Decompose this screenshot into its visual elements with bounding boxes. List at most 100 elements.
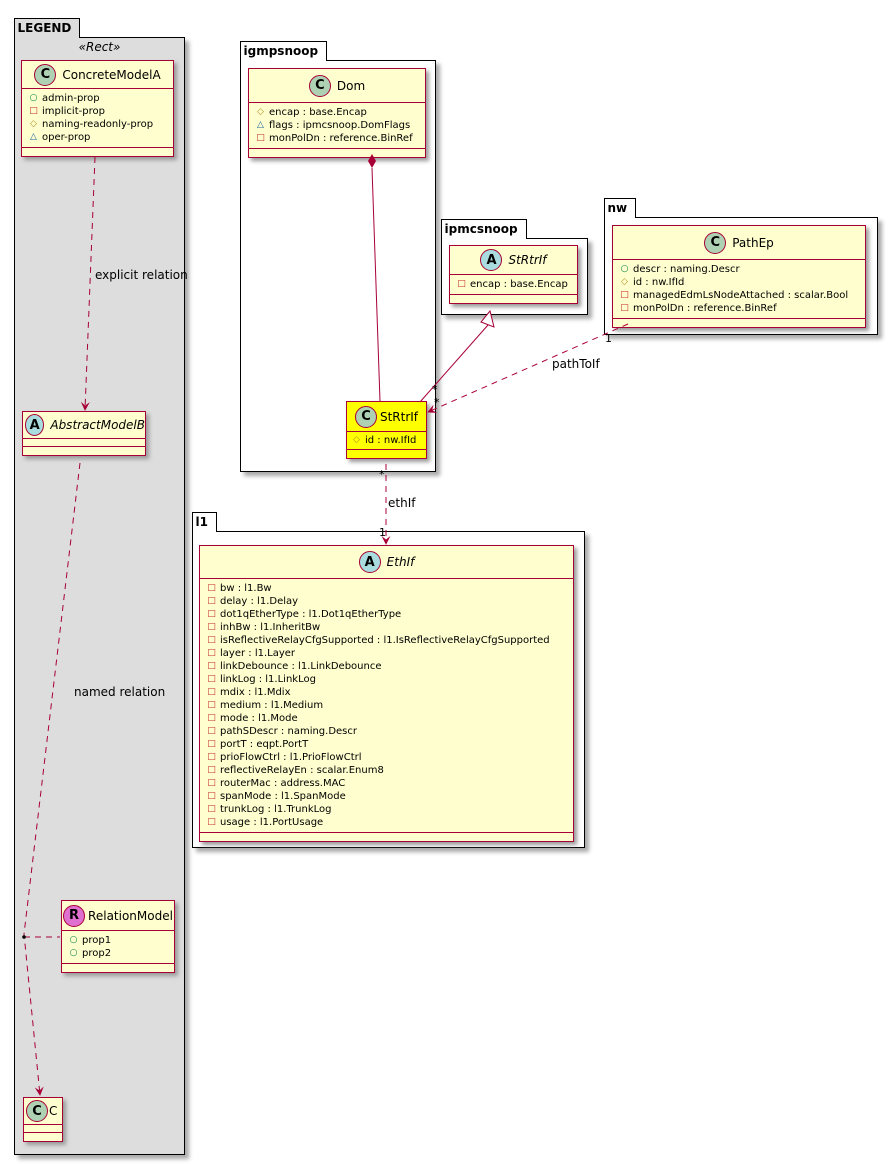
attribute-list: ○descr : naming.Descr◇id : nw.IfId□manag… — [613, 260, 865, 319]
attribute-row: □layer : l1.Layer — [206, 647, 567, 660]
private-visibility-icon: □ — [457, 279, 466, 289]
nw-package-title: nw — [603, 198, 637, 218]
attribute-row: □pathSDescr : naming.Descr — [206, 725, 567, 738]
attribute-text: prop1 — [82, 935, 112, 946]
private-visibility-icon: □ — [207, 674, 216, 684]
private-visibility-icon: □ — [207, 648, 216, 658]
attribute-row: □linkDebounce : l1.LinkDebounce — [206, 660, 567, 673]
legend-package-title: LEGEND — [13, 18, 81, 38]
attribute-row: ◇encap : base.Encap — [255, 106, 419, 119]
abstract-a-icon: A — [25, 414, 45, 436]
attribute-text: oper-prop — [42, 132, 91, 143]
class-ethif[interactable]: A EthIf □bw : l1.Bw□delay : l1.Delay□dot… — [199, 545, 574, 842]
attribute-row: □dot1qEtherType : l1.Dot1qEtherType — [206, 608, 567, 621]
private-visibility-icon: □ — [207, 635, 216, 645]
class-c-icon: C — [308, 74, 331, 97]
attribute-text: monPolDn : reference.BinRef — [269, 133, 413, 144]
abstract-a-icon: A — [358, 551, 381, 573]
class-strtrif-igmpsnoop[interactable]: C StRtrIf ◇id : nw.IfId — [346, 401, 427, 459]
attribute-row: ○admin-prop — [28, 92, 167, 105]
class-name: Dom — [336, 78, 366, 93]
attribute-row: ◇naming-readonly-prop — [28, 118, 167, 131]
class-pathep[interactable]: C PathEp ○descr : naming.Descr◇id : nw.I… — [612, 225, 866, 328]
private-visibility-icon: □ — [207, 713, 216, 723]
private-visibility-icon: □ — [207, 596, 216, 606]
l1-package-title: l1 — [191, 512, 217, 532]
private-visibility-icon: □ — [620, 290, 629, 300]
class-relation-model[interactable]: R RelationModel ○prop1○prop2 — [61, 900, 175, 973]
attribute-row: □spanMode : l1.SpanMode — [206, 790, 567, 803]
attribute-text: naming-readonly-prop — [42, 119, 154, 130]
attribute-text: medium : l1.Medium — [220, 700, 324, 711]
class-name: ConcreteModelA — [62, 67, 161, 82]
attribute-text: pathSDescr : naming.Descr — [220, 726, 358, 737]
protected-visibility-icon: ◇ — [621, 277, 628, 287]
private-visibility-icon: □ — [207, 700, 216, 710]
public-visibility-icon: ○ — [620, 264, 629, 274]
protected-visibility-icon: ◇ — [257, 107, 264, 117]
ethif-dst-mult: 1 — [379, 526, 386, 539]
private-visibility-icon: □ — [207, 752, 216, 762]
class-c-icon: C — [34, 63, 57, 86]
class-name: C — [49, 1104, 58, 1118]
pathtoif-dst-mult: * — [434, 396, 440, 409]
attribute-text: prioFlowCtrl : l1.PrioFlowCtrl — [220, 752, 362, 763]
attribute-text: flags : ipmcsnoop.DomFlags — [269, 120, 411, 131]
attribute-row: □portT : eqpt.PortT — [206, 738, 567, 751]
package-visibility-icon: △ — [30, 132, 37, 142]
relation-r-icon: R — [63, 904, 86, 927]
attribute-text: reflectiveRelayEn : scalar.Enum8 — [220, 765, 384, 776]
private-visibility-icon: □ — [256, 133, 265, 143]
pathtoif-src-mult: 1 — [605, 332, 612, 345]
pathtoif-label: pathToIf — [552, 357, 600, 371]
attribute-text: prop2 — [82, 948, 112, 959]
attribute-text: mode : l1.Mode — [220, 713, 298, 724]
class-name: StRtrIf — [508, 253, 547, 267]
private-visibility-icon: □ — [620, 303, 629, 313]
class-concrete-model-a[interactable]: C ConcreteModelA ○admin-prop□implicit-pr… — [21, 60, 174, 157]
package-visibility-icon: △ — [257, 120, 264, 130]
attribute-row: □bw : l1.Bw — [206, 582, 567, 595]
private-visibility-icon: □ — [207, 583, 216, 593]
abstract-a-icon: A — [480, 249, 503, 271]
class-c[interactable]: C C — [23, 1097, 63, 1142]
attribute-text: inhBw : l1.InheritBw — [220, 622, 321, 633]
attribute-row: ◇id : nw.IfId — [351, 434, 422, 447]
class-name: PathEp — [732, 235, 774, 250]
private-visibility-icon: □ — [207, 765, 216, 775]
attribute-row: ◇id : nw.IfId — [619, 276, 859, 289]
attribute-text: dot1qEtherType : l1.Dot1qEtherType — [220, 609, 402, 620]
explicit-relation-label: explicit relation — [95, 268, 188, 282]
attribute-row: □ managedEdmLsNodeAttached : scalar.Bool — [619, 289, 859, 302]
class-abstract-model-b[interactable]: A AbstractModelB — [22, 411, 146, 456]
attribute-row: □trunkLog : l1.TrunkLog — [206, 803, 567, 816]
attribute-row: □ delay : l1.Delay — [206, 595, 567, 608]
class-c-icon: C — [704, 231, 727, 254]
private-visibility-icon: □ — [207, 622, 216, 632]
class-name: EthIf — [386, 555, 415, 569]
attribute-row: △ oper-prop — [28, 131, 167, 144]
attribute-list: □ encap : base.Encap — [450, 275, 577, 295]
ethif-src-mult: * — [379, 468, 385, 481]
attribute-row: □routerMac : address.MAC — [206, 777, 567, 790]
legend-package: LEGEND «Rect» — [13, 18, 185, 1155]
class-dom[interactable]: C Dom ◇encap : base.Encap△ flags : ipmcsn… — [248, 68, 426, 158]
attribute-row: ○descr : naming.Descr — [619, 263, 859, 276]
attribute-text: linkLog : l1.LinkLog — [220, 674, 316, 685]
class-strtrif-ipmcsnoop[interactable]: A StRtrIf □ encap : base.Encap — [449, 245, 578, 304]
attribute-text: routerMac : address.MAC — [220, 778, 346, 789]
attribute-text: managedEdmLsNodeAttached : scalar.Bool — [633, 290, 849, 301]
ethif-label: ethIf — [388, 496, 416, 510]
attribute-text: trunkLog : l1.TrunkLog — [220, 804, 332, 815]
named-relation-label: named relation — [74, 685, 166, 699]
attribute-text: encap : base.Encap — [470, 279, 568, 290]
attribute-text: isReflectiveRelayCfgSupported : l1.IsRef… — [220, 635, 550, 646]
private-visibility-icon: □ — [207, 661, 216, 671]
public-visibility-icon: ○ — [29, 93, 38, 103]
ipmcsnoop-package-title: ipmcsnoop — [440, 219, 527, 239]
attribute-text: implicit-prop — [42, 106, 105, 117]
attribute-text: monPolDn : reference.BinRef — [633, 303, 777, 314]
attribute-row: □ inhBw : l1.InheritBw — [206, 621, 567, 634]
attribute-text: delay : l1.Delay — [220, 596, 299, 607]
attribute-text: portT : eqpt.PortT — [220, 739, 309, 750]
